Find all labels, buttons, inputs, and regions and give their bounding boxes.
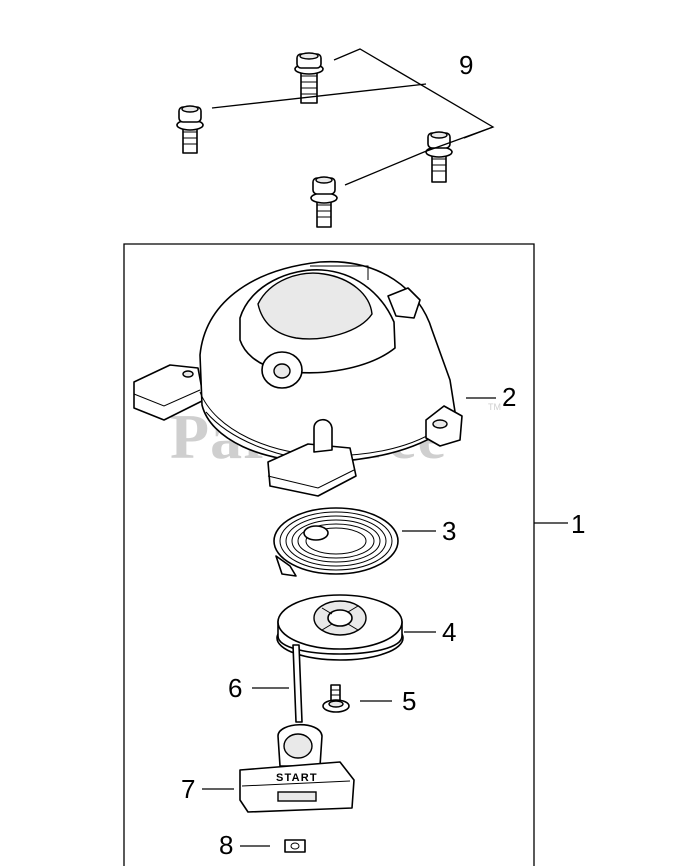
callout-4: 4 xyxy=(442,617,456,647)
bolt-bottom xyxy=(310,176,338,228)
callout-8: 8 xyxy=(219,830,233,860)
callout-1: 1 xyxy=(571,509,585,539)
callout-2: 2 xyxy=(502,382,516,412)
leader-9 xyxy=(211,48,495,186)
callout-7: 7 xyxy=(181,774,195,804)
recoil-spring xyxy=(273,507,399,577)
starter-housing xyxy=(133,260,463,497)
starter-handle: START xyxy=(239,724,355,813)
callout-9: 9 xyxy=(459,50,473,80)
small-insert xyxy=(284,839,306,853)
handle-start-label: START xyxy=(276,772,318,784)
bolt-left xyxy=(176,105,204,154)
callout-3: 3 xyxy=(442,516,456,546)
starter-rope xyxy=(292,644,303,723)
bolt-top xyxy=(294,52,324,104)
rope-pulley xyxy=(276,594,404,661)
small-screw xyxy=(322,684,350,713)
callout-6: 6 xyxy=(228,673,242,703)
assembly-box-outline xyxy=(123,243,535,866)
callout-5: 5 xyxy=(402,686,416,716)
watermark-trademark: TM xyxy=(488,402,501,412)
bolt-right xyxy=(425,131,453,183)
